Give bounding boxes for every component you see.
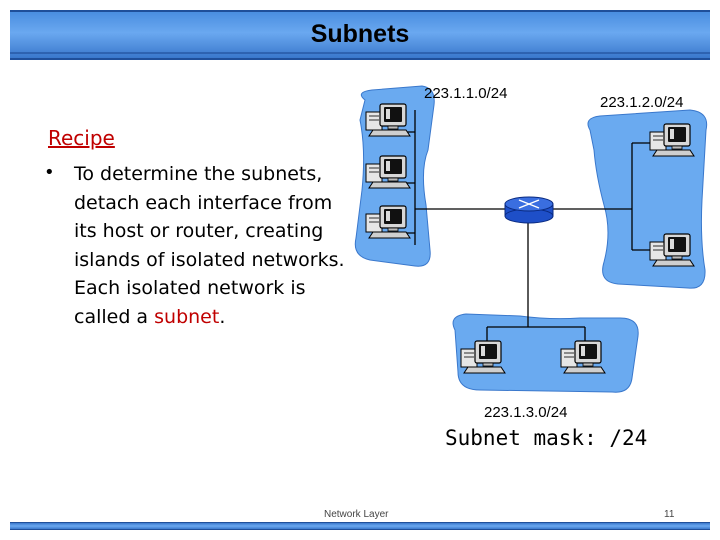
router-icon <box>505 197 553 223</box>
subnet-label-1: 223.1.1.0/24 <box>424 85 507 102</box>
page-number: 11 <box>664 509 674 520</box>
footer-bar <box>10 522 710 530</box>
footer-label: Network Layer <box>324 509 388 520</box>
subnet-label-2: 223.1.2.0/24 <box>600 94 683 111</box>
subnet-label-3: 223.1.3.0/24 <box>484 404 567 421</box>
subnet-mask-label: Subnet mask: /24 <box>445 426 647 450</box>
